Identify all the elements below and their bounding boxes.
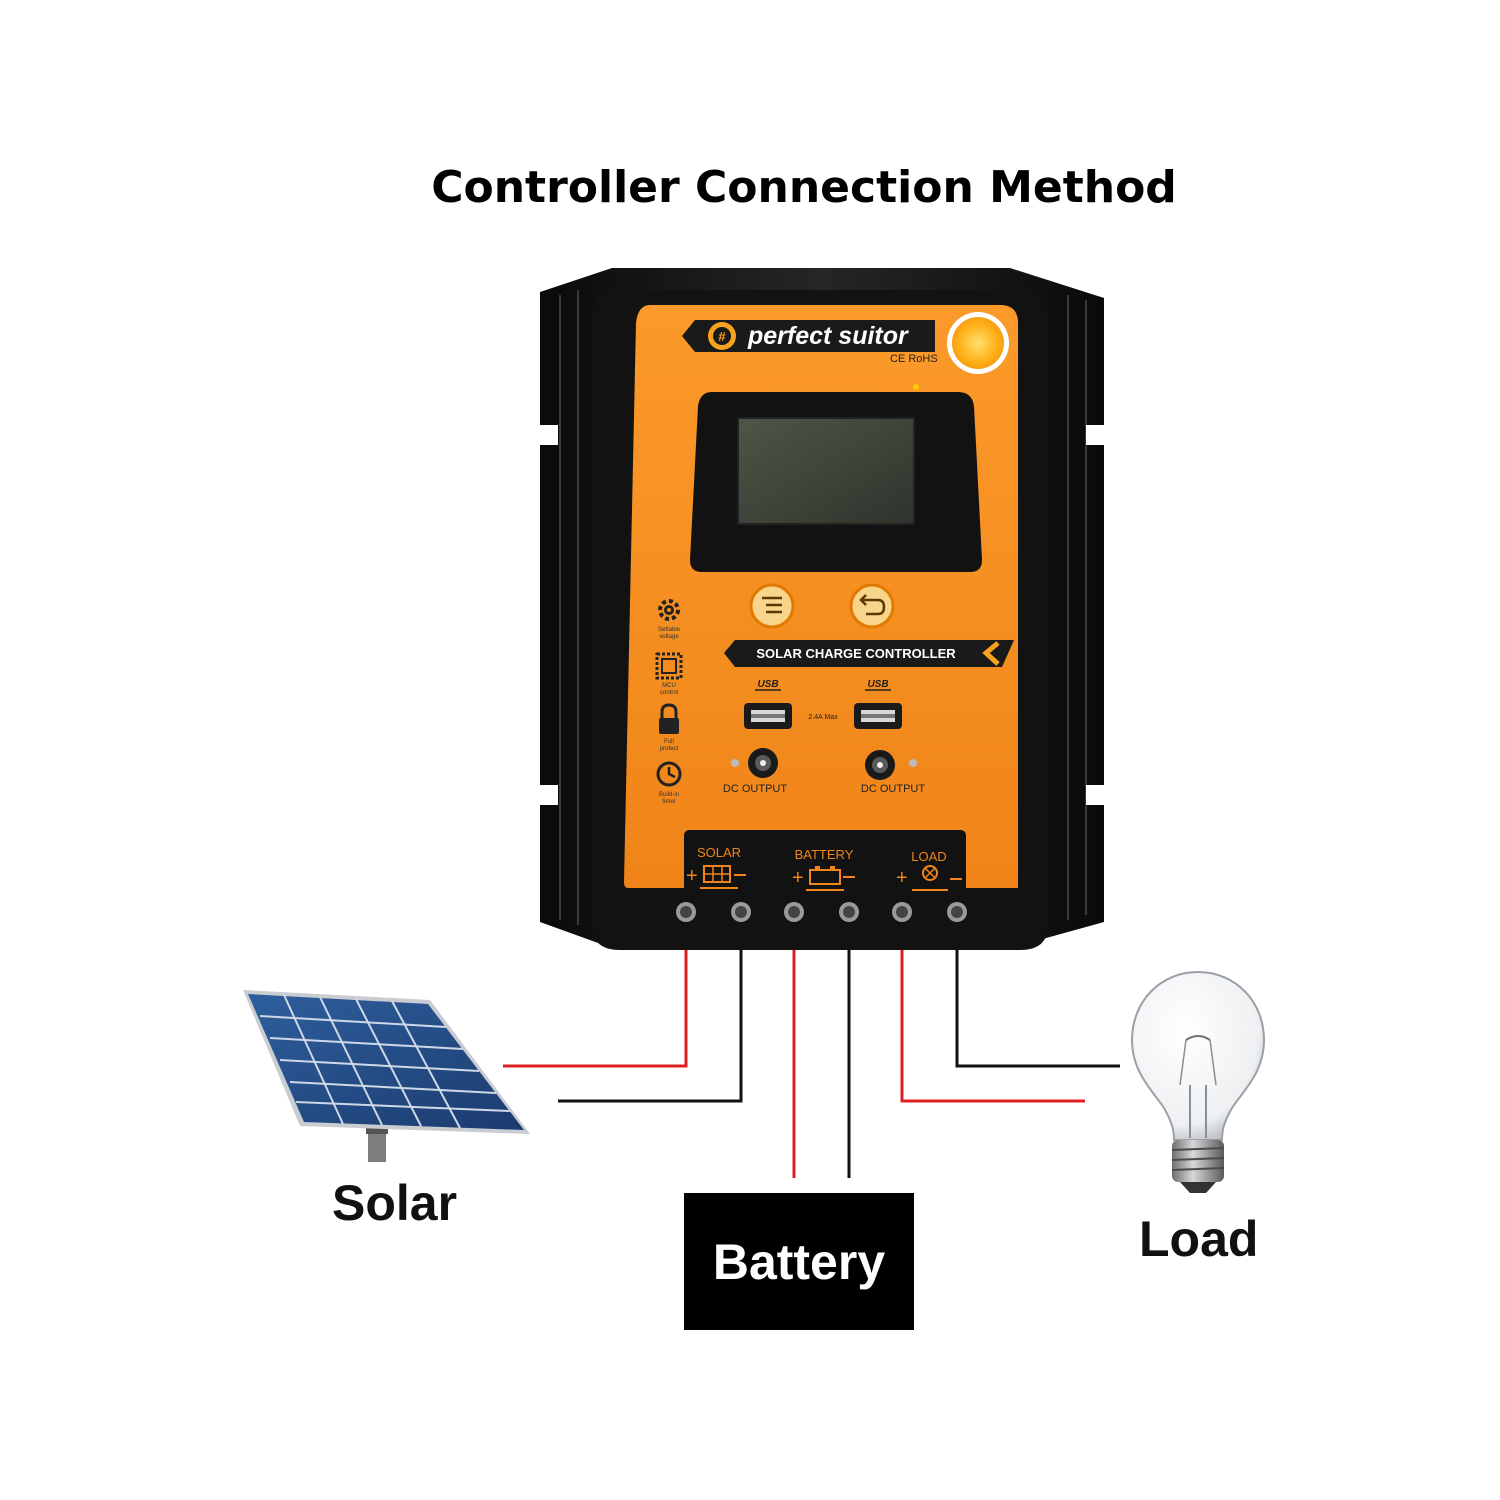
- feature-label: timer: [662, 799, 675, 805]
- solar-label: Solar: [332, 1175, 458, 1231]
- sun-icon: [947, 312, 1009, 374]
- usb-current-label: 2.4A Max: [808, 714, 838, 721]
- gear-icon: [658, 599, 680, 621]
- lock-icon: [659, 703, 679, 734]
- usb-port-left[interactable]: USB: [744, 679, 792, 729]
- feature-list: Settable voltage MCU control Full protec…: [655, 599, 683, 805]
- lcd-screen: [737, 417, 915, 525]
- status-led: [909, 759, 917, 767]
- terminal-screws: [676, 902, 967, 922]
- svg-text:+: +: [896, 867, 908, 889]
- feature-label: Settable: [658, 627, 681, 633]
- terminal-screw: [784, 902, 804, 922]
- back-button[interactable]: [849, 583, 895, 629]
- terminal-screw: [947, 902, 967, 922]
- light-bulb-icon: [1130, 970, 1266, 1193]
- terminal-screw: [892, 902, 912, 922]
- terminal-label-load: LOAD: [911, 849, 946, 864]
- usb-label: USB: [757, 679, 778, 690]
- chip-icon: [655, 652, 683, 680]
- terminal-screw: [676, 902, 696, 922]
- load-positive-wire: [900, 945, 1085, 1103]
- terminal-screw: [731, 902, 751, 922]
- dc-output-right[interactable]: [865, 750, 895, 780]
- svg-text:+: +: [792, 867, 804, 889]
- return-icon: [862, 598, 886, 616]
- feature-label: voltage: [659, 634, 679, 640]
- diagram-title: Controller Connection Method: [431, 162, 1177, 213]
- svg-text:+: +: [686, 865, 698, 887]
- status-led: [731, 759, 739, 767]
- load-terminal-icon: +: [896, 865, 962, 891]
- solar-terminal-icon: +: [686, 865, 746, 889]
- charge-controller: # perfect suitor CE RoHS: [540, 268, 1104, 950]
- feature-label: Build-in: [659, 792, 679, 798]
- brand-name: perfect suitor: [747, 322, 909, 350]
- terminal-screw: [839, 902, 859, 922]
- dc-output-label: DC OUTPUT: [723, 783, 787, 795]
- battery-box: Battery: [684, 1193, 914, 1330]
- brand-logo-icon: #: [708, 322, 736, 350]
- svg-text:#: #: [718, 329, 726, 344]
- product-name: SOLAR CHARGE CONTROLLER: [756, 646, 956, 661]
- load-negative-wire: [955, 945, 1120, 1068]
- dc-output-left[interactable]: [748, 748, 778, 778]
- usb-label: USB: [867, 679, 888, 690]
- feature-label: protect: [660, 746, 679, 752]
- clock-icon: [656, 761, 682, 787]
- usb-port-right[interactable]: USB: [854, 679, 902, 729]
- wires: [503, 945, 1120, 1178]
- certifications: CE RoHS: [890, 353, 938, 365]
- menu-icon: [762, 596, 782, 614]
- solar-positive-wire: [503, 945, 688, 1068]
- dc-output-label: DC OUTPUT: [861, 783, 925, 795]
- menu-button[interactable]: [749, 583, 795, 629]
- solar-panel-icon: [243, 990, 530, 1162]
- load-label: Load: [1139, 1211, 1259, 1267]
- feature-label: MCU: [662, 683, 676, 689]
- battery-label: Battery: [712, 1233, 886, 1290]
- terminal-label-battery: BATTERY: [795, 847, 854, 862]
- feature-label: control: [660, 690, 678, 696]
- battery-terminal-icon: +: [792, 866, 855, 891]
- feature-label: Full: [664, 739, 674, 745]
- solar-negative-wire: [558, 945, 743, 1103]
- terminal-label-solar: SOLAR: [697, 845, 741, 860]
